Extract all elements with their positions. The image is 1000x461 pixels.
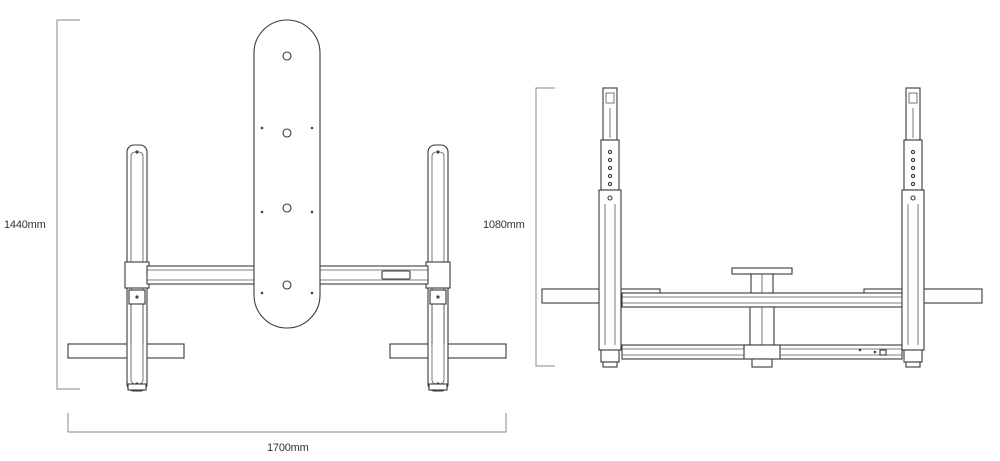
- dimension-label-width: 1700mm: [267, 442, 309, 454]
- dimension-label-height-front: 1080mm: [483, 219, 525, 231]
- left-upright: [124, 144, 150, 392]
- right-upright: [425, 144, 451, 392]
- front-left-column: [598, 87, 622, 368]
- center-pedestal: [731, 267, 793, 368]
- dimension-label-height-top: 1440mm: [4, 219, 46, 231]
- crossbar-label-plate: [381, 270, 411, 280]
- tabletop: [253, 19, 321, 329]
- dimension-line-height-front: [535, 87, 555, 367]
- dimension-line-height-top: [56, 19, 80, 390]
- upper-beam: [621, 292, 903, 308]
- top-view: [56, 19, 507, 433]
- front-view: [535, 87, 983, 368]
- front-right-column: [901, 87, 925, 368]
- dimension-line-width: [67, 413, 507, 433]
- left-foot: [67, 343, 185, 359]
